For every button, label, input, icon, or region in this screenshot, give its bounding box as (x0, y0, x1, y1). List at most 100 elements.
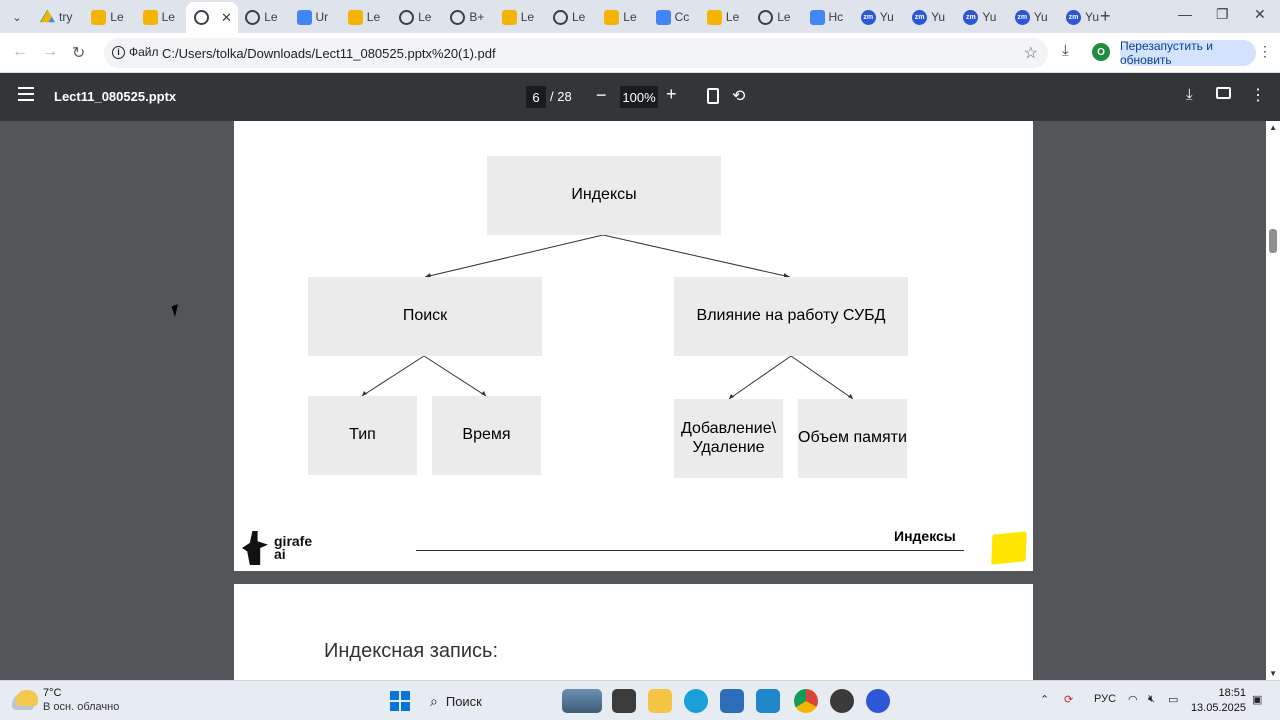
bookmark-star-icon[interactable]: ☆ (1023, 45, 1038, 62)
vertical-scrollbar[interactable]: ▲ ▼ (1266, 121, 1280, 680)
speaker-muted-icon[interactable]: 🔇︎ (1148, 693, 1155, 705)
url-text[interactable]: C:/Users/tolka/Downloads/Lect11_080525.p… (162, 46, 496, 61)
page-total: / 28 (550, 89, 572, 104)
pdf-download-icon[interactable]: ⤓ (1186, 86, 1193, 103)
browser-toolbar: ← → ↻ i Файл C:/Users/tolka/Downloads/Le… (0, 33, 1280, 73)
weather-cloud-icon[interactable] (16, 690, 38, 706)
browser-tab[interactable]: Le (494, 4, 546, 30)
scroll-down-arrow-icon[interactable]: ▼ (1269, 669, 1277, 678)
sidebar-menu-icon[interactable] (18, 87, 34, 101)
taskbar-search[interactable]: ⌕ Поиск (420, 687, 540, 715)
scrollbar-thumb[interactable] (1269, 229, 1277, 253)
rotate-icon[interactable]: ⟲ (732, 88, 746, 105)
new-tab-button[interactable]: + (1100, 6, 1111, 26)
diagram-node-root: Индексы (487, 156, 721, 235)
tray-update-icon[interactable]: ⟳ (1064, 694, 1074, 706)
back-arrow-icon[interactable]: ← (12, 43, 28, 60)
fit-page-icon[interactable] (707, 88, 719, 104)
wifi-icon[interactable]: ◠ (1128, 694, 1138, 706)
address-bar[interactable]: i Файл C:/Users/tolka/Downloads/Lect11_0… (104, 38, 1048, 68)
tray-overflow-icon[interactable]: ⌃ (1040, 694, 1050, 706)
reload-icon[interactable]: ↻ (72, 45, 86, 62)
browser-tab[interactable]: Le (135, 4, 187, 30)
page-number-input[interactable]: 6 (526, 86, 546, 108)
language-indicator[interactable]: РУС (1094, 693, 1117, 705)
remote-desktop-icon[interactable] (756, 689, 780, 713)
tab-label: Yu (931, 10, 946, 24)
pdf-viewer[interactable]: Индексы Поиск Влияние на работу СУБД Тип… (0, 121, 1280, 680)
pdf-toolbar: Lect11_080525.pptx 6 / 28 − 100% + ⟲ ⤓ ⋮ (0, 73, 1280, 121)
zoom-app-icon[interactable] (866, 689, 890, 713)
weather-description[interactable]: В осн. облачно (43, 701, 120, 713)
globe-icon (245, 9, 261, 25)
docs-icon (809, 9, 825, 25)
pdf-more-icon[interactable]: ⋮ (1250, 87, 1266, 104)
browser-tab[interactable]: Hc (802, 4, 854, 30)
tab-label: Le (725, 10, 740, 24)
diagram-node-dbms-impact: Влияние на работу СУБД (674, 277, 908, 356)
arrowhead (425, 273, 431, 278)
restore-icon[interactable]: ❐ (1216, 6, 1229, 22)
tab-search-button[interactable]: ⌄ (12, 11, 22, 24)
zoom-level-input[interactable]: 100% (620, 86, 658, 108)
print-icon[interactable] (1216, 87, 1231, 99)
arrowhead (481, 391, 486, 396)
docs-icon (655, 9, 671, 25)
browser-tab[interactable]: Le (340, 4, 392, 30)
windows-start-icon[interactable] (390, 691, 410, 711)
browser-tab[interactable]: Le (750, 4, 802, 30)
close-window-icon[interactable]: ✕ (1254, 6, 1266, 22)
tab-label: Le (264, 10, 278, 24)
browser-tab[interactable]: Le (545, 4, 597, 30)
browser-tab[interactable]: Le (699, 4, 751, 30)
browser-tab[interactable]: Le (237, 4, 289, 30)
edge-icon[interactable] (684, 689, 708, 713)
browser-menu-icon[interactable]: ⋮ (1258, 43, 1272, 59)
clock-time[interactable]: 18:51 (1218, 687, 1246, 699)
browser-tab[interactable]: Cc (648, 4, 700, 30)
relaunch-update-button[interactable]: Перезапустить и обновить (1120, 39, 1256, 67)
battery-icon[interactable]: ▭ (1168, 694, 1179, 706)
arrowhead (362, 391, 367, 396)
notification-icon[interactable]: ▣ (1252, 694, 1263, 706)
zoom-in-icon[interactable]: + (666, 84, 677, 104)
tab-label: try (59, 10, 73, 24)
pdf-page-next: Индексная запись: (234, 584, 1033, 680)
clock-date[interactable]: 13.05.2025 (1190, 702, 1246, 714)
arrowhead (729, 394, 734, 399)
docs-icon (296, 9, 312, 25)
diagram-connectors (361, 234, 854, 400)
forward-arrow-icon[interactable]: → (42, 43, 58, 60)
browser-tab[interactable]: Le (83, 4, 135, 30)
store-icon[interactable] (720, 689, 744, 713)
weather-temperature[interactable]: 7°C (43, 687, 62, 699)
site-info-chip[interactable]: i Файл (112, 45, 159, 59)
profile-avatar[interactable]: O (1092, 43, 1110, 61)
tab-label: Le (110, 10, 124, 24)
taskbar-search-label: Поиск (445, 693, 482, 709)
landscape-widget-icon[interactable] (562, 689, 602, 713)
close-tab-icon[interactable]: ✕ (220, 9, 232, 25)
tab-label: Yu (982, 10, 997, 24)
task-view-icon[interactable] (612, 689, 636, 713)
file-explorer-icon[interactable] (648, 689, 672, 713)
minimize-icon[interactable]: — (1178, 6, 1192, 22)
browser-tab[interactable]: B+ (442, 4, 494, 30)
scroll-up-arrow-icon[interactable]: ▲ (1269, 123, 1277, 132)
browser-tab[interactable]: Le (391, 4, 443, 30)
steam-icon[interactable] (830, 689, 854, 713)
tab-label: Le (520, 10, 535, 24)
browser-tab[interactable]: Ur (289, 4, 341, 30)
zoom-out-icon[interactable]: − (596, 85, 607, 105)
browser-tab[interactable]: try (32, 4, 84, 30)
browser-tab-active[interactable]: ✕ (185, 2, 238, 33)
downloads-icon[interactable]: ⤓ (1062, 42, 1069, 59)
browser-tab[interactable]: Le (596, 4, 648, 30)
chrome-icon[interactable] (794, 689, 818, 713)
